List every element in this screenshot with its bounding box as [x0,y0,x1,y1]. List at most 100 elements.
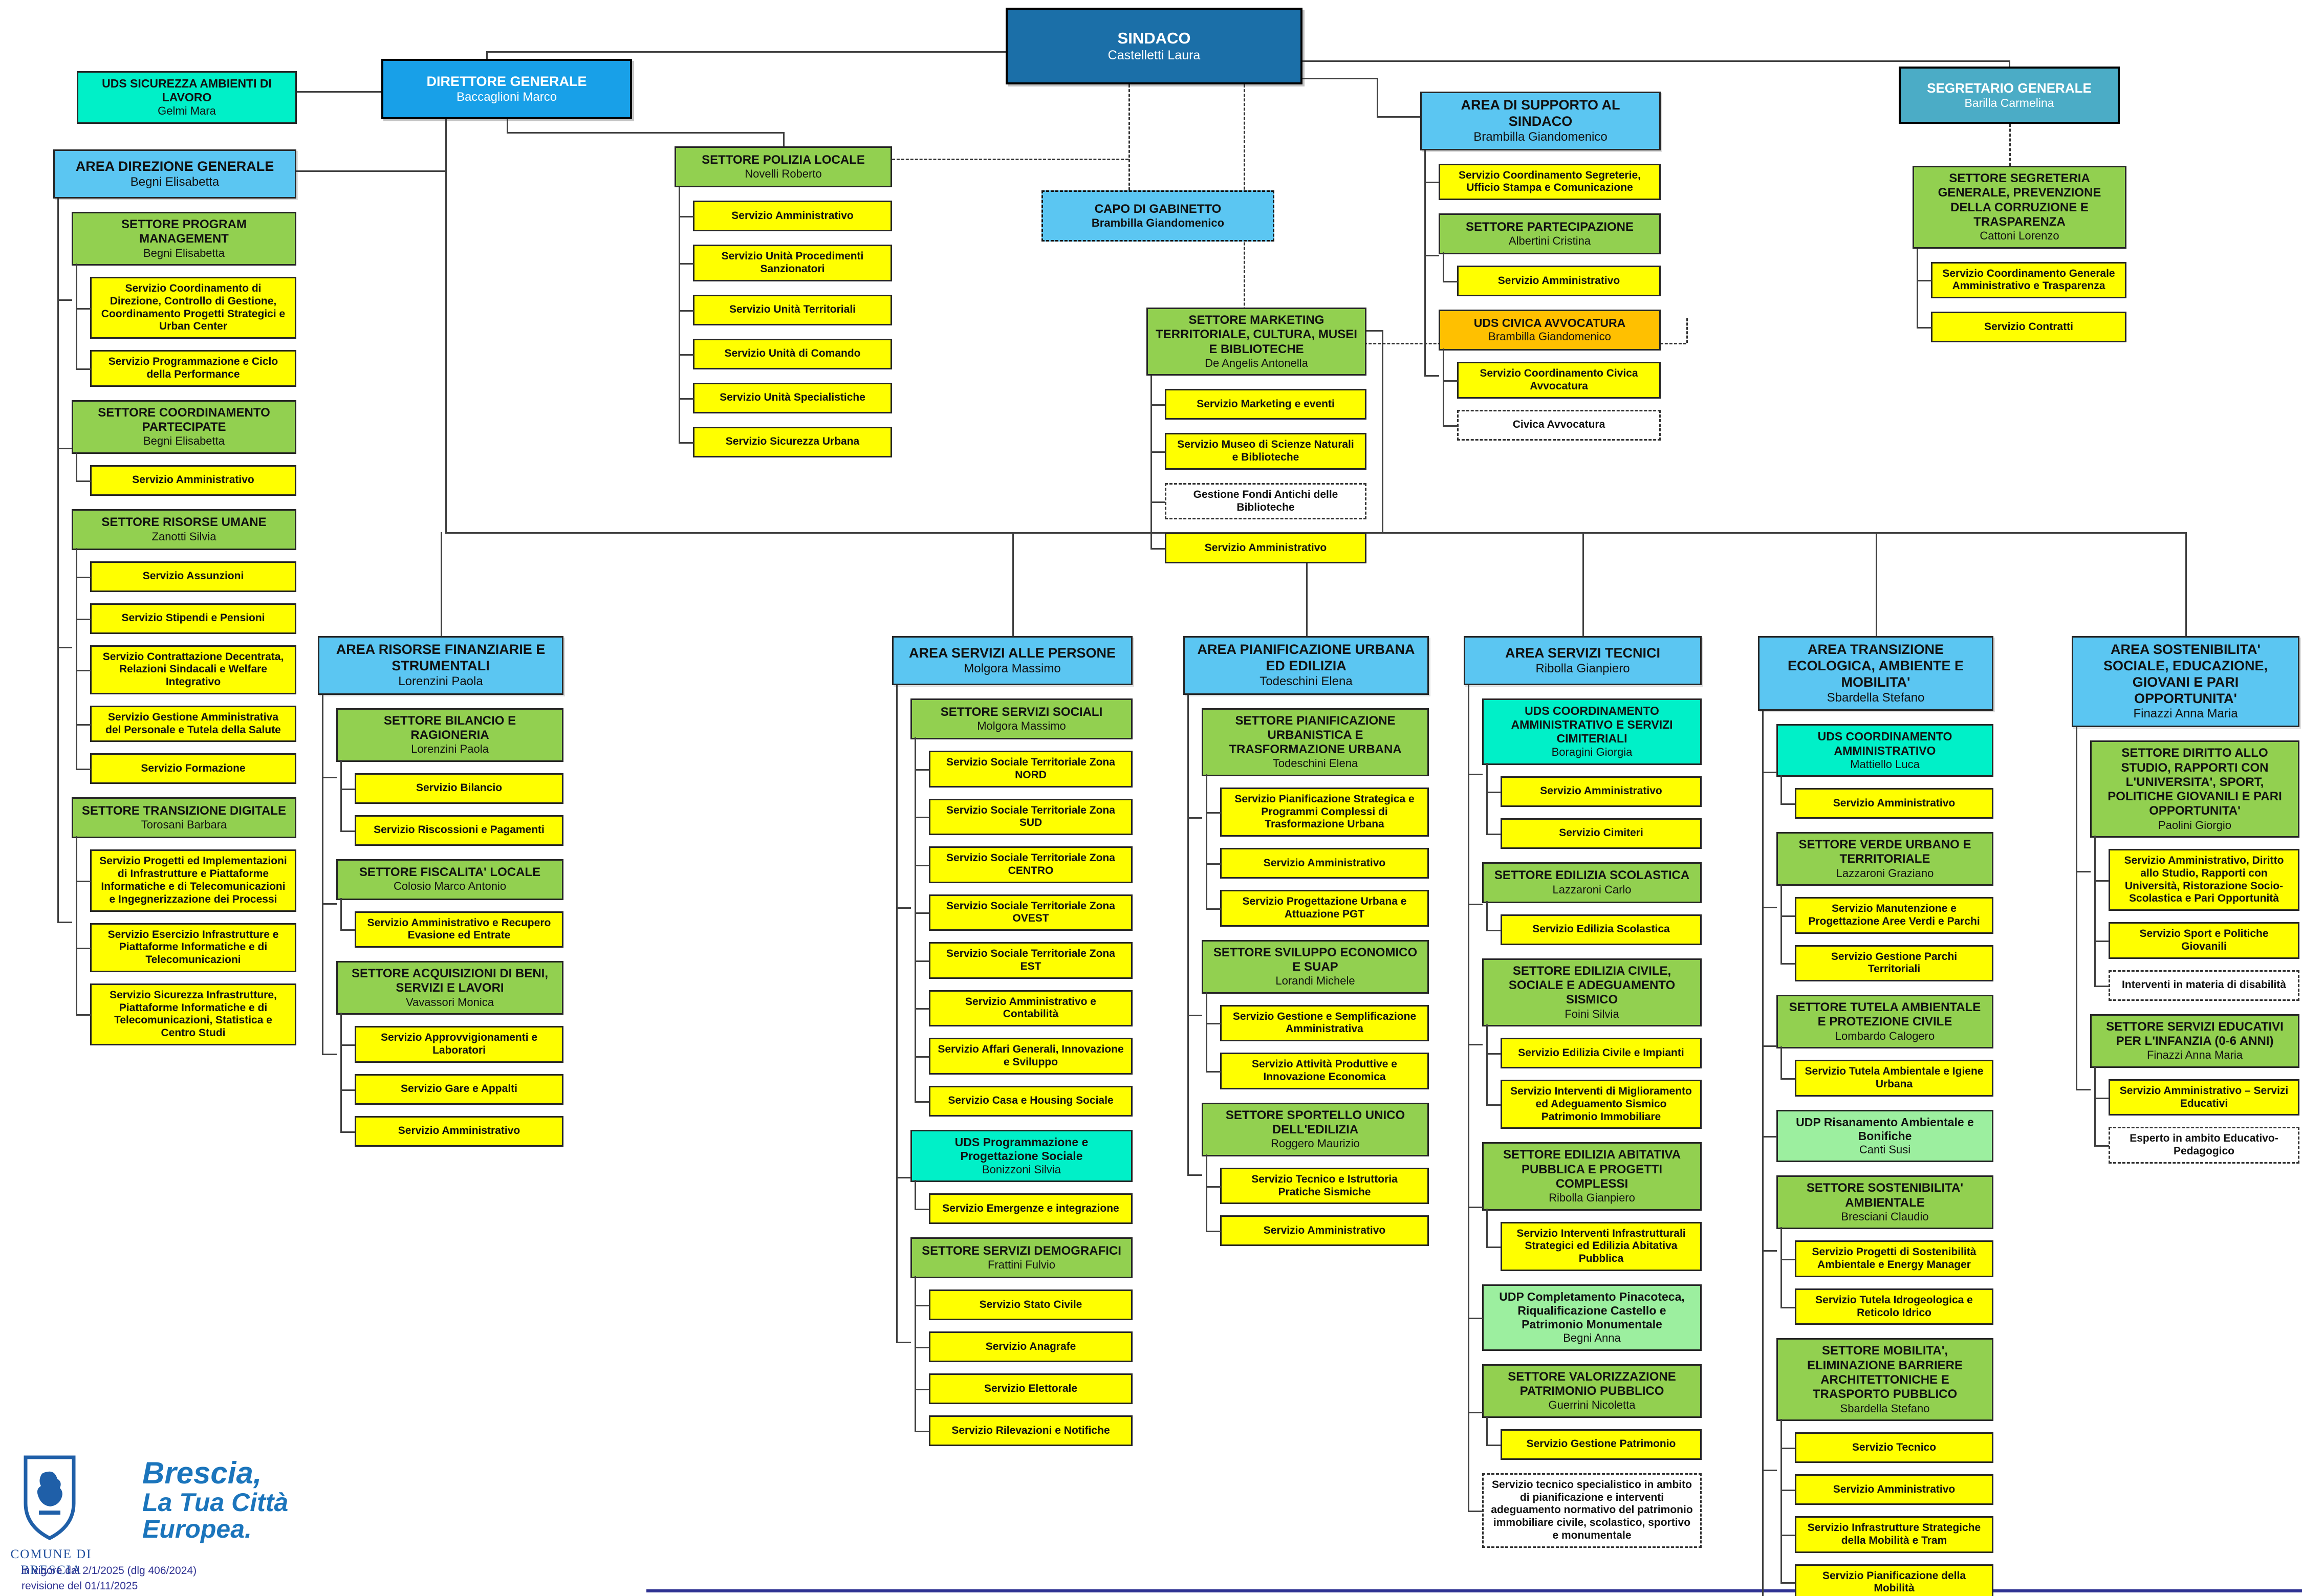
org-node: Servizio Amministrativo [1457,266,1661,297]
connector-line [892,159,1128,160]
servizio-amministrativo-box: Servizio Amministrativo [1165,533,1366,564]
box-title: Servizio Coordinamento di Direzione, Con… [101,282,286,333]
org-node: Servizio Interventi di Miglioramento ed … [1501,1080,1702,1129]
servizio-tutela-idrogeologica-e-reticolo-idric-box: Servizio Tutela Idrogeologica e Reticolo… [1795,1288,1993,1325]
city-slogan: Brescia, La Tua Città Europea. [142,1457,288,1542]
org-row: UDS Programmazione e Progettazione Socia… [896,1116,1133,1239]
box-person: Ribolla Gianpiero [1535,661,1630,675]
servizio-emergenze-e-integrazione-box: Servizio Emergenze e integrazione [929,1193,1133,1225]
box-title: Servizio Amministrativo [1497,274,1620,287]
servizio-sociale-territoriale-zona-ovest-box: Servizio Sociale Territoriale Zona OVEST [929,894,1133,931]
box-person: Guerrini Nicoletta [1548,1398,1636,1412]
servizio-sociale-territoriale-zona-centro-box: Servizio Sociale Territoriale Zona CENTR… [929,846,1133,883]
servizio-gestione-amministrativa-del-personale-box: Servizio Gestione Amministrativa del Per… [90,705,296,742]
org-row: Servizio Unità Territoriali [679,281,892,341]
org-node: Servizio Amministrativo [1165,533,1366,564]
org-row: Servizio Riscossioni e Pagamenti [340,801,563,846]
org-row: Servizio Sicurezza Infrastrutture, Piatt… [76,970,296,1045]
box-title: Servizio Riscossioni e Pagamenti [374,824,545,836]
servizio-sociale-territoriale-zona-nord-box: Servizio Sociale Territoriale Zona NORD [929,751,1133,788]
box-person: Foini Silvia [1565,1007,1619,1020]
box-title: Servizio Tutela Idrogeologica e Reticolo… [1815,1294,1973,1319]
org-row: Servizio Stipendi e Pensioni [76,589,296,649]
box-person: Ribolla Gianpiero [1549,1191,1635,1205]
org-children: SETTORE PIANIFICAZIONE URBANISTICA E TRA… [1187,694,1429,1247]
org-children: Servizio Amministrativo [1443,252,1661,297]
org-children: Servizio Gestione e Semplificazione Ammi… [1206,991,1429,1089]
org-row: Servizio Sicurezza Urbana [679,413,892,457]
servizio-coordinamento-segreterie-ufficio-stam-box: Servizio Coordinamento Segreterie, Uffic… [1439,163,1661,201]
servizio-amministrativo-box: Servizio Amministrativo [1220,848,1429,879]
box-title: Servizio Tecnico [1852,1441,1937,1453]
org-row: Servizio Stato Civile [915,1276,1133,1336]
org-children: Servizio Approvvigionamenti e Laboratori… [340,1013,563,1147]
org-node: Servizio Amministrativo [1220,848,1429,879]
servizio-attivit-produttive-e-innovazione-econ-box: Servizio Attività Produttive e Innovazio… [1220,1053,1429,1089]
org-children: Servizio Amministrativo [1780,775,1993,819]
servizio-formazione-box: Servizio Formazione [90,753,296,784]
box-title: Servizio Amministrativo [1833,797,1956,809]
box-person: Cattoni Lorenzo [1980,229,2059,243]
box-title: SETTORE DIRITTO ALLO STUDIO, RAPPORTI CO… [2108,746,2282,818]
box-title: Servizio Unità Specialistiche [720,391,865,404]
org-node: Servizio Assunzioni [90,561,296,592]
org-column-marketing: SETTORE MARKETING TERRITORIALE, CULTURA,… [1146,308,1366,564]
org-row: SETTORE DIRITTO ALLO STUDIO, RAPPORTI CO… [2076,727,2299,1016]
servizio-gestione-parchi-territoriali-box: Servizio Gestione Parchi Territoriali [1795,945,1993,982]
org-row: UDP Completamento Pinacoteca, Riqualific… [1468,1271,1702,1366]
box-title: SINDACO [1117,29,1191,47]
settore-mobilita-eliminazione-barriere-archite-box: SETTORE MOBILITA', ELIMINAZIONE BARRIERE… [1776,1338,1993,1421]
connector-line [783,132,785,147]
org-node: Servizio Gare e Appalti [355,1074,563,1105]
org-row: Servizio Amministrativo [1206,835,1429,894]
connector-line [1128,84,1130,190]
org-node: Servizio Approvvigionamenti e Laboratori [355,1026,563,1063]
org-row: Servizio Emergenze e integrazione [915,1180,1133,1225]
servizio-amministrativo-box: Servizio Amministrativo [1795,788,1993,819]
org-node: Servizio Amministrativo [1795,1474,1993,1505]
org-row: Servizio Sport e Politiche Giovanili [2094,909,2299,974]
org-node: Servizio Sport e Politiche Giovanili [2109,922,2299,959]
org-node: Servizio Unità Procedimenti Sanzionatori [693,245,892,281]
org-node: AREA SOSTENIBILITA' SOCIALE, EDUCAZIONE,… [2072,636,2299,1164]
box-person: Todeschini Elena [1272,757,1358,770]
org-row: Servizio Amministrativo e Recupero Evasi… [340,898,563,948]
org-node: SETTORE MOBILITA', ELIMINAZIONE BARRIERE… [1776,1338,1993,1596]
box-title: SETTORE SPORTELLO UNICO DELL'EDILIZIA [1225,1108,1405,1137]
servizio-amministrativo-servizi-educativi-box: Servizio Amministrativo – Servizi Educat… [2109,1079,2299,1116]
org-row: Servizio Unità di Comando [679,325,892,385]
box-person: Albertini Cristina [1508,234,1591,247]
gestione-fondi-antichi-delle-biblioteche-box: Gestione Fondi Antichi delle Biblioteche [1165,483,1366,520]
org-node: Servizio Sociale Territoriale Zona NORD [929,751,1133,788]
servizio-amministrativo-box: Servizio Amministrativo [355,1116,563,1147]
box-title: Servizio Amministrativo, Diritto allo St… [2124,855,2284,905]
org-row: SETTORE EDILIZIA CIVILE, SOCIALE E ADEGU… [1468,945,1702,1144]
connector-line [1302,78,1377,79]
box-title: Servizio Anagrafe [985,1340,1076,1352]
org-node: Servizio Tecnico e Istruttoria Pratiche … [1220,1167,1429,1205]
org-node: Servizio Pianificazione della Mobilità [1795,1564,1993,1596]
box-title: Servizio Amministrativo [1540,785,1662,797]
org-children: SETTORE DIRITTO ALLO STUDIO, RAPPORTI CO… [2076,727,2299,1164]
servizio-interventi-di-miglioramento-ed-adegua-box: Servizio Interventi di Miglioramento ed … [1501,1080,1702,1129]
servizio-coordinamento-civica-avvocatura-box: Servizio Coordinamento Civica Avvocatura [1457,362,1661,399]
org-node: Servizio Amministrativo [90,465,296,496]
org-node: Servizio Museo di Scienze Naturali e Bib… [1165,433,1366,470]
